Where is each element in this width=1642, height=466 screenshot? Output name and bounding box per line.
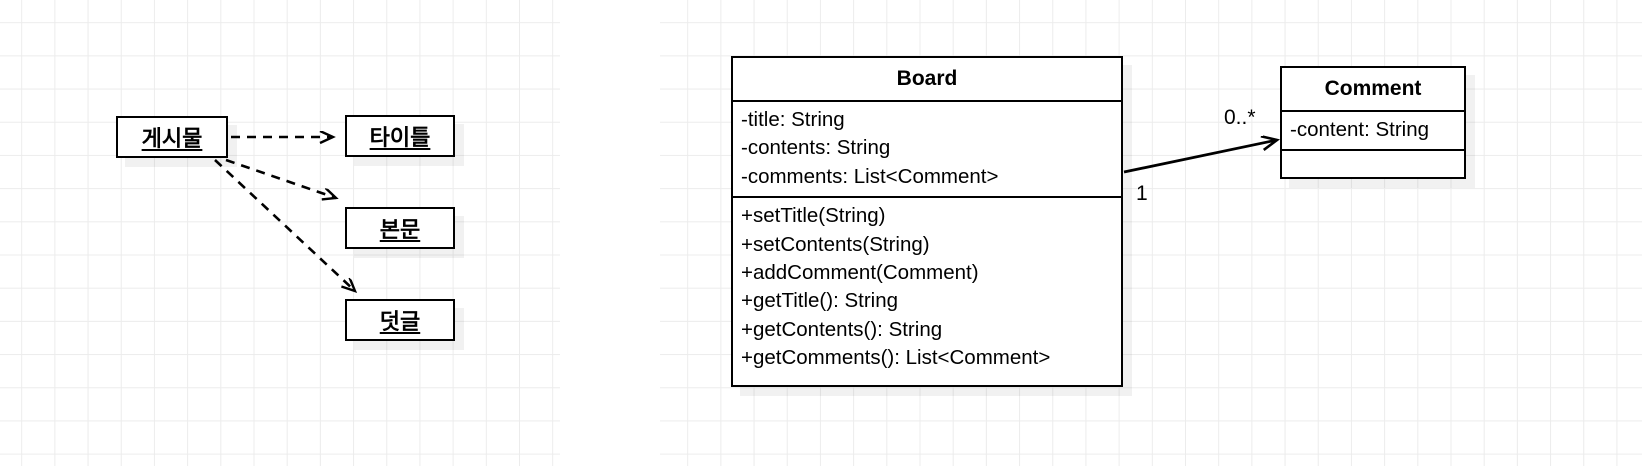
uml-method: +setContents(String) — [741, 232, 930, 256]
grid-background-left — [0, 0, 560, 466]
uml-class-comment-methods — [1282, 149, 1464, 165]
uml-method: +setTitle(String) — [741, 204, 886, 228]
uml-method: +addComment(Comment) — [741, 261, 979, 285]
uml-class-comment-name: Comment — [1324, 77, 1422, 100]
concept-node-post[interactable]: 게시물 — [116, 116, 228, 158]
uml-class-board-methods: +setTitle(String) +setContents(String) +… — [733, 196, 1121, 377]
concept-node-comment[interactable]: 덧글 — [345, 299, 455, 341]
edge-post-to-body — [225, 158, 336, 198]
concept-node-body[interactable]: 본문 — [345, 207, 455, 249]
multiplicity-source-label: 1 — [1136, 182, 1148, 205]
concept-node-post-label: 게시물 — [141, 126, 203, 151]
edge-post-to-comment — [214, 159, 355, 291]
edge-board-to-comment — [1123, 140, 1277, 174]
uml-class-board-name: Board — [896, 67, 958, 90]
uml-attribute: -content: String — [1290, 118, 1430, 141]
concept-node-title[interactable]: 타이틀 — [345, 115, 455, 157]
multiplicity-target-label: 0..* — [1224, 106, 1256, 129]
uml-class-board-attributes: -title: String -contents: String -commen… — [733, 100, 1121, 196]
uml-method: +getContents(): String — [741, 317, 943, 341]
uml-class-board[interactable]: Board -title: String -contents: String -… — [731, 56, 1123, 387]
uml-class-comment-attributes: -content: String — [1282, 110, 1464, 149]
concept-node-comment-label: 덧글 — [379, 309, 421, 334]
uml-attribute: -title: String — [741, 108, 845, 131]
uml-attribute: -comments: List<Comment> — [741, 164, 999, 188]
uml-attribute: -contents: String — [741, 136, 891, 160]
concept-node-title-label: 타이틀 — [369, 125, 431, 150]
uml-method: +getComments(): List<Comment> — [741, 346, 1051, 370]
concept-node-body-label: 본문 — [379, 217, 421, 242]
uml-method: +getTitle(): String — [741, 289, 899, 313]
uml-class-comment[interactable]: Comment -content: String — [1280, 66, 1466, 179]
